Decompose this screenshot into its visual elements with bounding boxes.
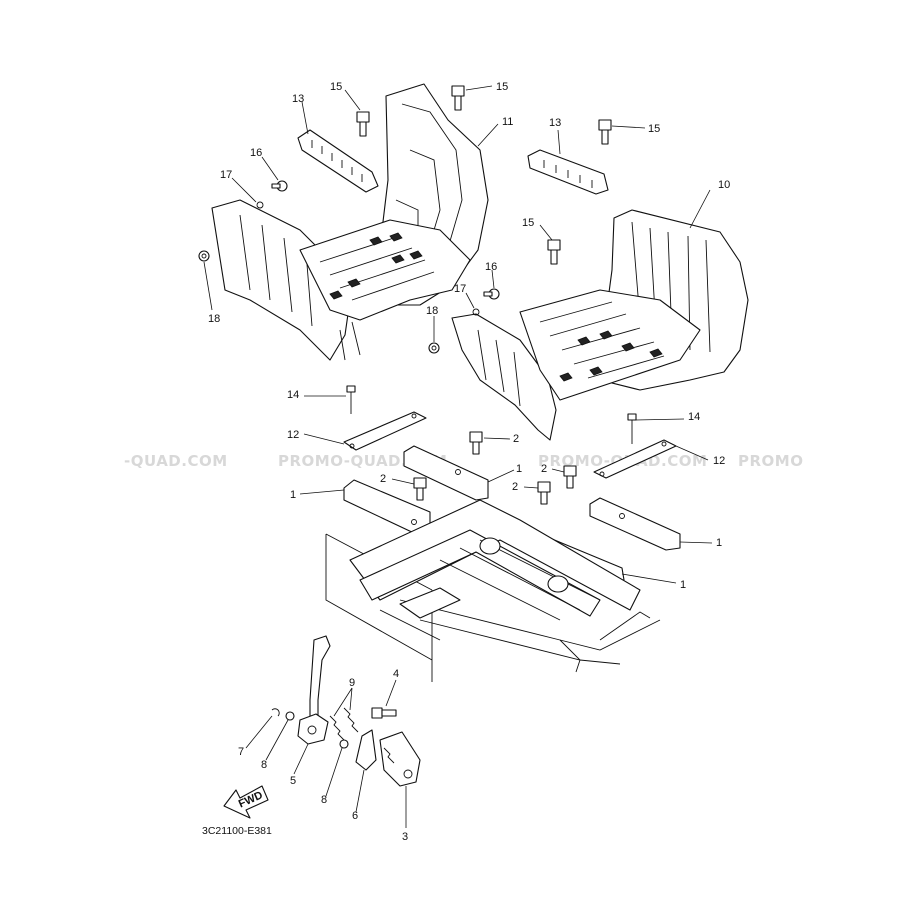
fwd-arrow-icon: FWD (223, 785, 269, 819)
callout-number: 13 (549, 117, 561, 129)
callout-number: 2 (513, 433, 519, 445)
callout-number: 6 (352, 810, 358, 822)
callout-number: 2 (541, 463, 547, 475)
callout-number: 16 (250, 147, 262, 159)
callout-number: 1 (516, 463, 522, 475)
callout-number: 1 (716, 537, 722, 549)
watermark-row: -QUAD.COM PROMO-QUAD.COM PROMO-QUAD.COM … (124, 452, 803, 470)
callout-number: 1 (680, 579, 686, 591)
leader-lines (203, 85, 713, 828)
callout-number: 7 (238, 746, 244, 758)
bolt-15-icon (451, 85, 465, 111)
diagram-code: 3C21100-E381 (202, 825, 272, 837)
screw-16-icon (483, 288, 500, 300)
callout-number: 16 (485, 261, 497, 273)
right-mudguard-part (451, 209, 749, 441)
callout-number: 12 (287, 429, 299, 441)
bolt-15-icon (598, 119, 612, 145)
spring-9-icon (329, 707, 359, 741)
bolt-15-icon (547, 239, 561, 265)
nut-18-icon (198, 250, 210, 262)
bracket-1-part (403, 445, 489, 501)
lever-3-part (379, 731, 421, 787)
callout-number: 8 (261, 759, 267, 771)
callout-number: 9 (349, 677, 355, 689)
bolt-2-icon (469, 431, 483, 455)
callout-number: 17 (454, 283, 466, 295)
nut-18-icon (428, 342, 440, 354)
callout-number: 15 (648, 123, 660, 135)
right-footpeg-part (527, 149, 609, 195)
bolt-15-icon (356, 111, 370, 137)
bolt-4-icon (371, 707, 397, 719)
frame-part (325, 499, 661, 682)
callout-number: 13 (292, 93, 304, 105)
callout-number: 10 (718, 179, 730, 191)
callout-number: 18 (208, 313, 220, 325)
bracket-1-part (589, 497, 681, 551)
callout-number: 4 (393, 668, 399, 680)
clip-7-icon (271, 708, 280, 717)
callout-number: 12 (713, 455, 725, 467)
callout-number: 14 (688, 411, 700, 423)
watermark-text: PROMO (738, 452, 803, 470)
callout-number: 2 (512, 481, 518, 493)
callout-number: 11 (502, 116, 513, 128)
callout-number: 3 (402, 831, 408, 843)
washer-8-icon (285, 711, 295, 721)
callout-number: 2 (380, 473, 386, 485)
lever-6-part (355, 729, 377, 771)
pin-14-icon (346, 385, 356, 414)
clip-17-icon (256, 201, 264, 209)
callout-number: 18 (426, 305, 438, 317)
callout-number: 5 (290, 775, 296, 787)
washer-8-icon (339, 739, 349, 749)
callout-number: 1 (290, 489, 296, 501)
watermark-text: -QUAD.COM (124, 452, 228, 470)
callout-number: 14 (287, 389, 299, 401)
bolt-2-icon (563, 465, 577, 489)
left-footpeg-part (297, 129, 379, 193)
bolt-2-icon (413, 477, 427, 501)
callout-number: 15 (522, 217, 534, 229)
callout-number: 15 (496, 81, 508, 93)
plate-12-part (343, 411, 427, 451)
left-mudguard-part (211, 83, 489, 361)
clip-17-icon (472, 308, 480, 316)
brake-pedal-part (297, 635, 331, 745)
pin-14-icon (627, 413, 637, 444)
callout-number: 15 (330, 81, 342, 93)
callout-number: 8 (321, 794, 327, 806)
callout-number: 17 (220, 169, 232, 181)
callout-labels: 15 15 15 15 13 13 11 10 16 16 17 17 18 1… (208, 81, 730, 843)
bolt-2-icon (537, 481, 551, 505)
screw-16-icon (271, 180, 288, 192)
